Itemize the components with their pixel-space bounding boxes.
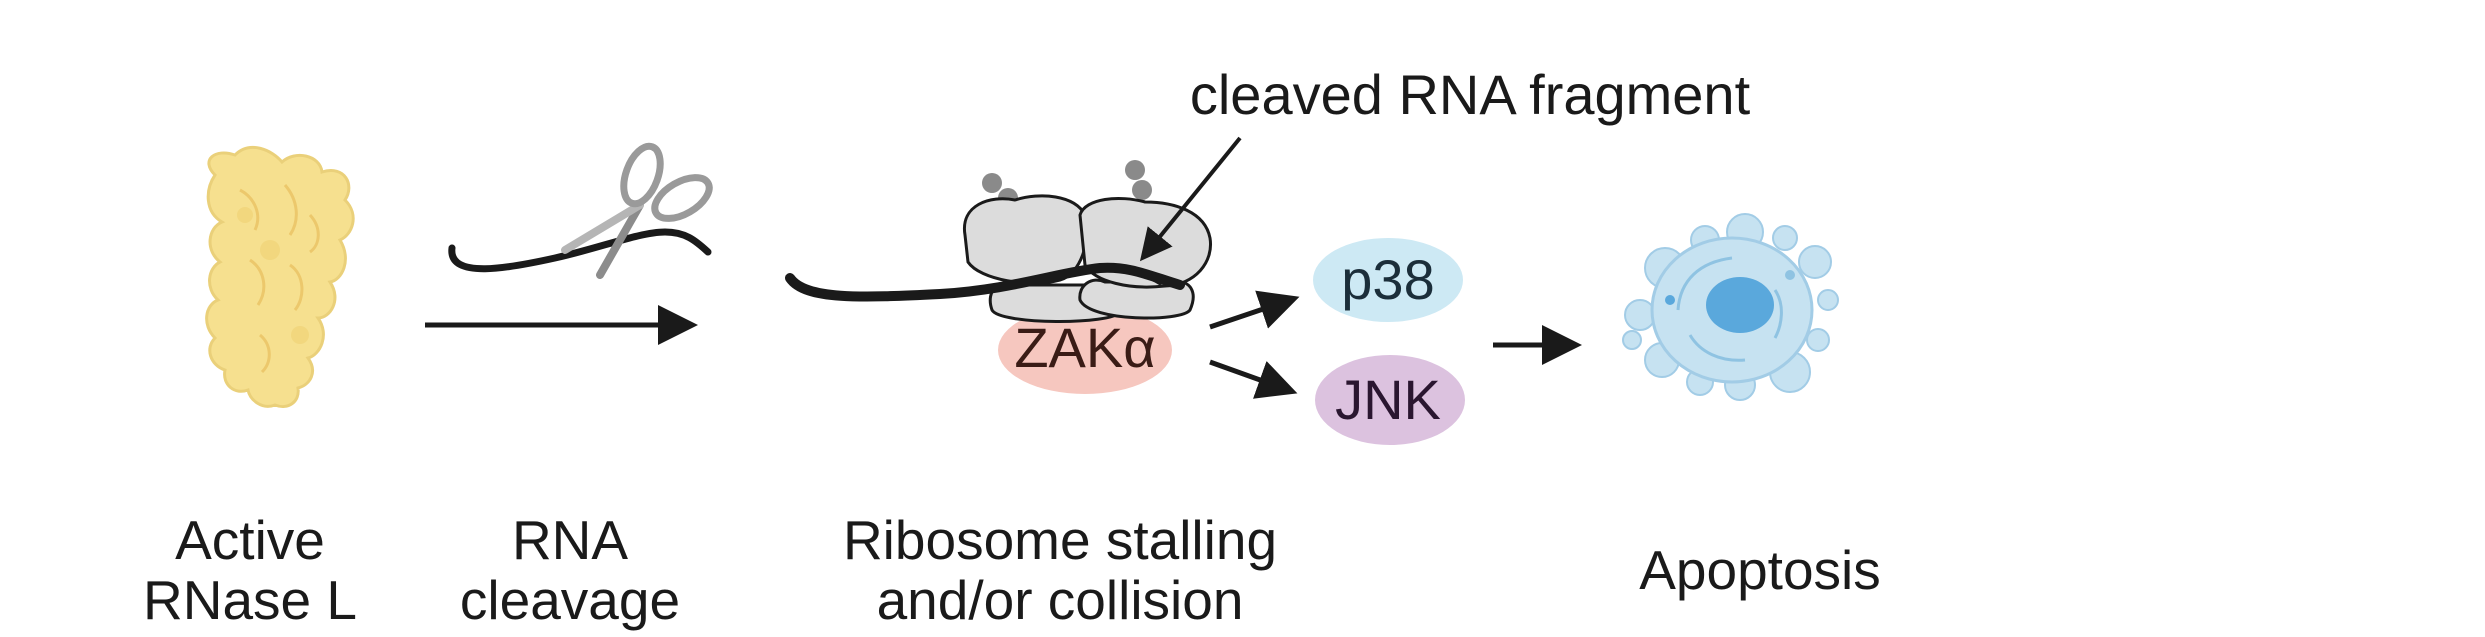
rnase-l-protein-icon xyxy=(205,145,355,408)
apoptotic-cell-icon xyxy=(1622,213,1839,401)
step-label-line1: RNA xyxy=(511,509,629,571)
step-label-ribosome-stalling: Ribosome stalling and/or collision xyxy=(800,510,1320,630)
step-label-line2: cleavage xyxy=(459,569,681,631)
zak-label: ZAKα xyxy=(1014,316,1156,379)
step-label-line1: Apoptosis xyxy=(1639,539,1881,601)
ribosome-icon xyxy=(963,160,1213,323)
arrow-to-jnk xyxy=(1209,359,1298,399)
cleaved-rna-fragment-label: cleaved RNA fragment xyxy=(1189,63,1751,126)
step-label-line2: and/or collision xyxy=(876,569,1244,631)
jnk-label: JNK xyxy=(1335,368,1441,431)
step-label-active-rnase-l: Active RNase L xyxy=(110,510,390,630)
p38-ellipse xyxy=(1313,238,1463,322)
p38-label: p38 xyxy=(1341,248,1435,311)
step-label-apoptosis: Apoptosis xyxy=(1590,540,1930,600)
jnk-ellipse xyxy=(1315,355,1465,445)
step-label-line1: Active xyxy=(175,509,325,571)
rna-strand xyxy=(448,228,712,273)
callout-arrow xyxy=(1139,136,1242,262)
step-label-line1: Ribosome stalling xyxy=(842,509,1278,571)
arrow-to-p38 xyxy=(1209,290,1300,330)
zak-ellipse xyxy=(998,306,1172,394)
scissors-icon xyxy=(561,142,713,279)
step-label-line2: RNase L xyxy=(143,569,357,631)
step-label-rna-cleavage: RNA cleavage xyxy=(430,510,710,630)
